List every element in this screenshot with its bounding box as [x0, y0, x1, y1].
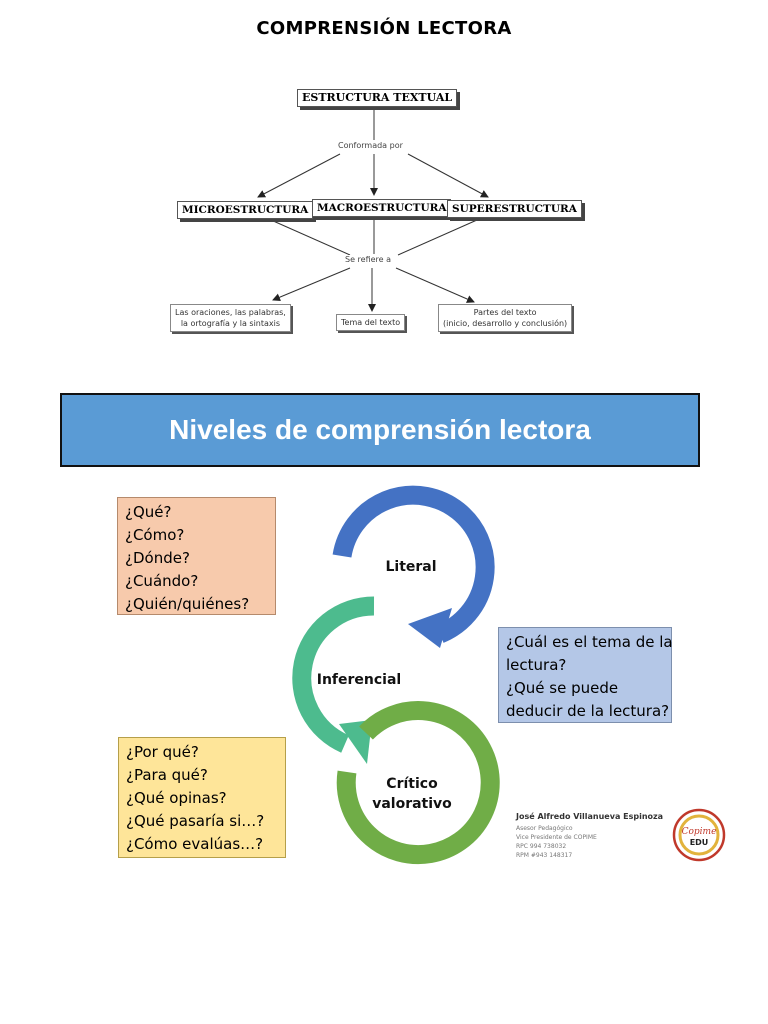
levels-banner: Niveles de comprensión lectora: [60, 393, 700, 467]
levels-cycle-diagram: [292, 485, 500, 865]
cmap-leaf-micro-line2: la ortografía y la sintaxis: [180, 319, 281, 328]
author-detail: RPM #943 148317: [516, 852, 573, 859]
level-critico: Crítico valorativo: [360, 774, 464, 814]
concept-map: ESTRUCTURA TEXTUAL Conformada por MICROE…: [0, 0, 768, 360]
cmap-root-node: ESTRUCTURA TEXTUAL: [297, 89, 458, 107]
literal-question: ¿Cuándo?: [125, 572, 199, 590]
inferencial-arc: [292, 596, 375, 753]
critico-questions-box: ¿Por qué? ¿Para qué? ¿Qué opinas? ¿Qué p…: [118, 737, 286, 858]
literal-arc: [332, 485, 495, 643]
literal-questions-box: ¿Qué? ¿Cómo? ¿Dónde? ¿Cuándo? ¿Quién/qui…: [117, 497, 276, 615]
critico-question: ¿Para qué?: [126, 766, 208, 784]
connector-to-super: [407, 153, 489, 198]
author-detail: Vice Presidente de COPIME: [516, 834, 597, 841]
author-detail: RPC 994 738032: [516, 843, 567, 850]
author-detail: Asesor Pedagógico: [516, 825, 573, 832]
seal-text-top: Copime: [682, 827, 717, 837]
literal-question: ¿Qué?: [125, 503, 172, 521]
author-signature: José Alfredo Villanueva Espinoza Asesor …: [516, 812, 663, 860]
cmap-leaf-super-line2: (inicio, desarrollo y conclusión): [443, 319, 568, 328]
page-title: COMPRENSIÓN LECTORA: [256, 18, 512, 39]
critico-question: ¿Qué pasaría si…?: [126, 812, 265, 830]
cmap-link-bottom: Se refiere a: [343, 255, 394, 264]
cmap-leaf-macro-line1: Tema del texto: [341, 318, 401, 327]
connector-to-leaf-micro: [272, 267, 351, 302]
cmap-leaf-super: Partes del texto (inicio, desarrollo y c…: [438, 304, 573, 332]
author-name: José Alfredo Villanueva Espinoza: [516, 812, 664, 821]
critico-question: ¿Cómo evalúas…?: [126, 835, 264, 853]
critico-question: ¿Qué opinas?: [126, 789, 227, 807]
connector-micro-link: [261, 215, 351, 256]
cmap-node-micro: MICROESTRUCTURA: [177, 201, 314, 219]
concept-map-connectors: [257, 105, 489, 312]
seal-text-bottom: EDU: [690, 838, 709, 847]
copime-seal-logo: Copime EDU: [672, 808, 726, 862]
literal-question: ¿Dónde?: [125, 549, 190, 567]
inferencial-questions-box: ¿Cuál es el tema de la lectura? ¿Qué se …: [498, 627, 673, 723]
inferencial-question: ¿Qué se puede: [506, 679, 619, 697]
inferencial-question: deducir de la lectura?: [506, 702, 670, 720]
literal-question: ¿Quién/quiénes?: [125, 595, 250, 613]
literal-arrowhead: [408, 608, 452, 648]
level-critico-line1: Crítico: [386, 776, 438, 792]
cmap-link-top: Conformada por: [336, 141, 405, 150]
cmap-node-super: SUPERESTRUCTURA: [447, 200, 582, 218]
connector-to-leaf-super: [395, 267, 475, 303]
connector-super-link: [397, 215, 487, 256]
inferencial-arrowhead: [339, 720, 372, 764]
critico-ring: [336, 701, 500, 865]
cmap-node-macro: MACROESTRUCTURA: [312, 199, 452, 217]
critico-question: ¿Por qué?: [126, 743, 199, 761]
cmap-leaf-macro: Tema del texto: [336, 314, 406, 331]
cmap-leaf-micro: Las oraciones, las palabras, la ortograf…: [170, 304, 291, 332]
level-inferencial: Inferencial: [316, 672, 402, 688]
cmap-leaf-micro-line1: Las oraciones, las palabras,: [175, 308, 286, 317]
connector-to-micro: [257, 153, 341, 198]
level-critico-line2: valorativo: [372, 796, 452, 812]
cmap-leaf-super-line1: Partes del texto: [473, 308, 537, 317]
inferencial-question: ¿Cuál es el tema de la: [506, 633, 673, 651]
literal-question: ¿Cómo?: [125, 526, 185, 544]
inferencial-question: lectura?: [506, 656, 567, 674]
level-literal: Literal: [385, 559, 437, 575]
